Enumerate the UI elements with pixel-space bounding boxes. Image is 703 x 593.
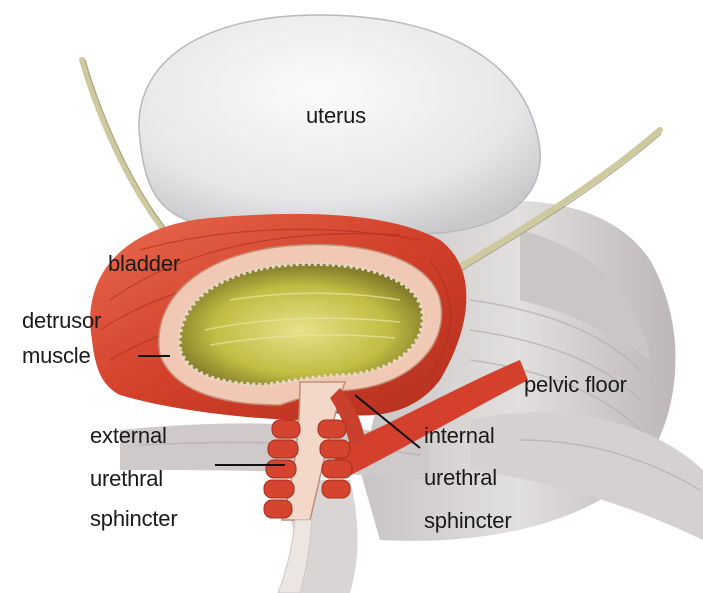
label-internal-line2: urethral [424,465,497,491]
label-external-line2: urethral [90,466,163,492]
label-external-line1: external [90,423,167,449]
label-pelvic-floor: pelvic floor [524,372,627,398]
label-bladder: bladder [108,251,180,277]
label-external-line3: sphincter [90,506,177,532]
label-detrusor-line1: detrusor [22,308,101,334]
label-internal-line1: internal [424,423,495,449]
label-uterus: uterus [306,103,366,129]
label-detrusor-line2: muscle [22,343,91,369]
label-internal-line3: sphincter [424,508,511,534]
